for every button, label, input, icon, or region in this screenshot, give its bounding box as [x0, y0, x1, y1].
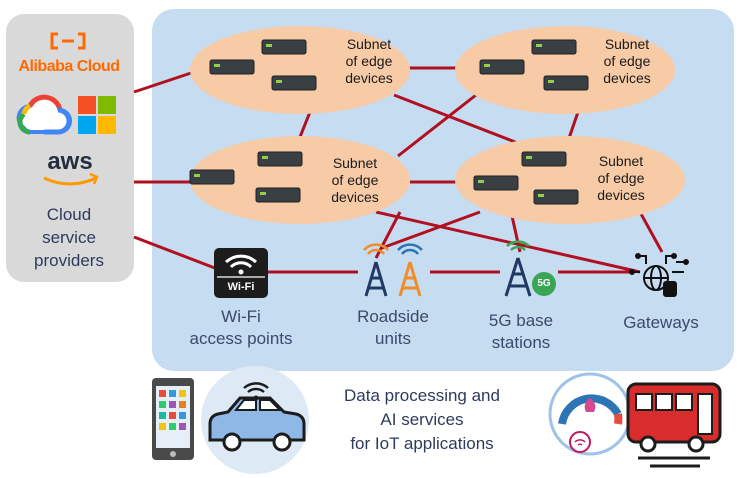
- edge-servers: [189, 39, 589, 205]
- caption-line2: AI services: [380, 410, 464, 429]
- subnet-label-line3: devices: [345, 70, 393, 86]
- subnet-ellipse-mid-left: [190, 136, 410, 224]
- subnet-label: Subnet of edge devices: [320, 155, 390, 206]
- subnet-label-line1: Subnet: [332, 155, 378, 171]
- 5g-base-stations-label: 5G base stations: [466, 310, 576, 354]
- 5g-badge-text: 5G: [537, 278, 551, 289]
- subnet-label-line2: of edge: [603, 53, 651, 69]
- subnet-label-line2: of edge: [597, 170, 645, 186]
- aws-smile-icon: [43, 176, 97, 186]
- iot-services-caption: Data processing and AI services for IoT …: [318, 384, 526, 456]
- subnet-label-line1: Subnet: [598, 153, 644, 169]
- 5g-tower-icon: [504, 240, 556, 297]
- base-label-line2: stations: [491, 333, 551, 352]
- edge-server-icon: [209, 59, 255, 75]
- bus-icon: [626, 382, 722, 468]
- speedometer-icon: [548, 372, 632, 456]
- roadside-label-line2: units: [375, 329, 411, 348]
- roadside-label-line1: Roadside: [357, 307, 429, 326]
- edge-server-icon: [261, 39, 307, 55]
- roadside-units-label: Roadside units: [338, 306, 448, 350]
- wifi-label-line1: Wi-Fi: [221, 307, 261, 326]
- cloud-providers-title: Cloud service providers: [14, 203, 124, 272]
- connected-car-icon: [201, 366, 309, 474]
- subnet-label-line1: Subnet: [346, 36, 392, 52]
- caption-line1: Data processing and: [344, 386, 500, 405]
- microsoft-icon: [78, 96, 116, 134]
- subnet-label-line1: Subnet: [604, 36, 650, 52]
- gateways-label: Gateways: [623, 313, 699, 332]
- edge-server-icon: [479, 59, 525, 75]
- edge-server-icon: [271, 75, 317, 91]
- cloud-title-line2: service: [42, 228, 96, 247]
- antenna-tower-icon: [397, 243, 423, 297]
- subnet-label-line3: devices: [331, 189, 379, 205]
- edge-server-icon: [533, 189, 579, 205]
- edge-server-icon: [189, 169, 235, 185]
- subnet-label-line3: devices: [597, 187, 645, 203]
- wifi-access-points-label: Wi-Fi access points: [168, 306, 314, 350]
- subnet-label-line2: of edge: [331, 172, 379, 188]
- subnet-ellipse-mid-right: [455, 136, 685, 224]
- wifi-label-line2: access points: [189, 329, 293, 348]
- edge-server-icon: [473, 175, 519, 191]
- wifi-badge-text: Wi-Fi: [227, 281, 255, 293]
- cloud-title-line3: providers: [34, 251, 104, 270]
- antenna-tower-icon: [363, 243, 389, 297]
- edge-server-icon: [531, 39, 577, 55]
- edge-server-icon: [255, 187, 301, 203]
- caption-line3: for IoT applications: [350, 434, 494, 453]
- aws-label: aws: [47, 148, 93, 175]
- edge-server-icon: [543, 75, 589, 91]
- gateway-icon: [629, 253, 689, 297]
- wifi-icon: [214, 248, 268, 298]
- edge-server-icon: [257, 151, 303, 167]
- cloud-title-line1: Cloud: [46, 205, 92, 224]
- alibaba-cloud-label: Alibaba Cloud: [18, 58, 120, 75]
- base-label-line1: 5G base: [488, 311, 554, 330]
- edge-server-icon: [521, 151, 567, 167]
- subnet-label: Subnet of edge devices: [334, 36, 404, 87]
- subnet-label-line2: of edge: [345, 53, 393, 69]
- subnet-label-line3: devices: [603, 70, 651, 86]
- subnet-label: Subnet of edge devices: [586, 153, 656, 204]
- smartphone-icon: [152, 378, 194, 460]
- subnet-ellipse-top-left: [190, 26, 410, 114]
- google-cloud-icon: [16, 94, 73, 135]
- subnet-label: Subnet of edge devices: [592, 36, 662, 87]
- aws-arrow-icon: [89, 172, 99, 185]
- subnet-ellipse-top-right: [455, 26, 675, 114]
- cloud-panel: [6, 14, 134, 282]
- alibaba-cloud-logo: [50, 32, 86, 50]
